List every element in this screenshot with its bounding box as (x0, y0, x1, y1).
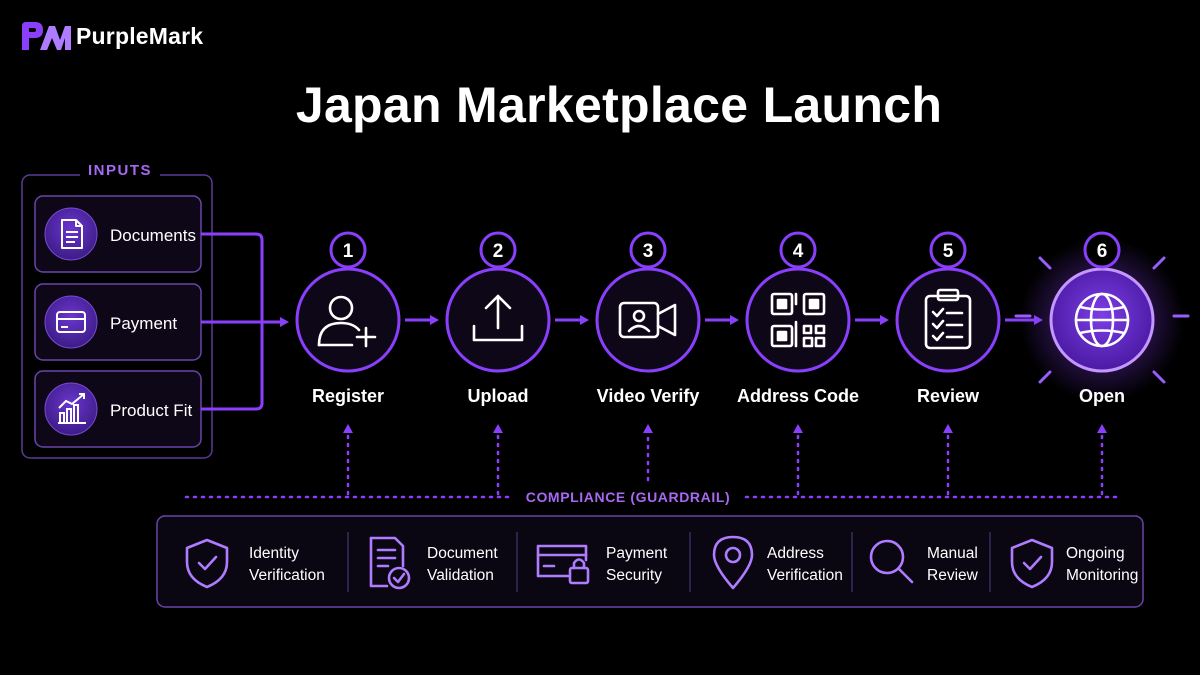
step-node-register: 1 (295, 231, 401, 373)
step-number: 5 (943, 241, 954, 262)
document-check-icon (369, 536, 411, 590)
shield-check-icon (185, 538, 229, 589)
brand-name: PurpleMark (76, 22, 204, 49)
document-icon (61, 219, 83, 249)
guardrail-panel (156, 515, 1144, 608)
shield-check-icon (1010, 538, 1054, 589)
step-label-open: Open (1078, 386, 1125, 406)
page-title: Japan Marketplace Launch (295, 77, 943, 133)
map-pin-icon (712, 535, 754, 590)
credit-card-icon (56, 311, 86, 333)
purplemark-logo-icon (22, 22, 71, 50)
card-lock-icon (536, 544, 590, 585)
inputs-heading: INPUTS (80, 162, 160, 179)
input-card-payment (34, 283, 202, 361)
step-node-review: 5 (895, 231, 1001, 373)
step-number-badge: 3 (629, 231, 667, 269)
globe-icon (1074, 292, 1130, 348)
input-card-product-fit (34, 370, 202, 448)
step-number-badge: 1 (329, 231, 367, 269)
step-number-badge: 6 (1083, 231, 1121, 269)
clipboard-checklist-icon (924, 288, 972, 350)
step-node-open: 6 (1014, 231, 1190, 402)
step-number: 4 (793, 241, 804, 262)
step-number-badge: 4 (779, 231, 817, 269)
input-card-documents (34, 195, 202, 273)
guardrail-heading: COMPLIANCE (GUARDRAIL) (512, 489, 744, 505)
user-add-icon (317, 295, 377, 348)
step-number: 2 (493, 241, 504, 262)
qr-code-icon (770, 292, 826, 348)
magnifier-icon (869, 539, 914, 584)
video-camera-icon (618, 301, 677, 339)
step-node-upload: 2 (445, 231, 551, 373)
step-node-video-verify: 3 (595, 231, 701, 373)
bar-chart-trend-icon (58, 393, 86, 424)
step-number: 1 (343, 241, 354, 262)
step-label-review: Review (916, 386, 980, 406)
step-label-address-code: Address Code (736, 386, 860, 406)
upload-icon (472, 294, 524, 342)
step-label-video-verify: Video Verify (596, 386, 700, 406)
step-number: 6 (1097, 241, 1108, 262)
step-number: 3 (643, 241, 654, 262)
step-node-address-code: 4 (745, 231, 851, 373)
brand-logo: PurpleMark (20, 22, 203, 50)
input-label-payment: Payment (110, 314, 178, 333)
input-label-documents: Documents (110, 226, 196, 245)
step-number-badge: 5 (929, 231, 967, 269)
step-label-register: Register (311, 386, 385, 406)
input-label-product-fit: Product Fit (110, 401, 193, 420)
inputs-connector (201, 232, 289, 411)
step-label-upload: Upload (467, 386, 529, 406)
step-number-badge: 2 (479, 231, 517, 269)
